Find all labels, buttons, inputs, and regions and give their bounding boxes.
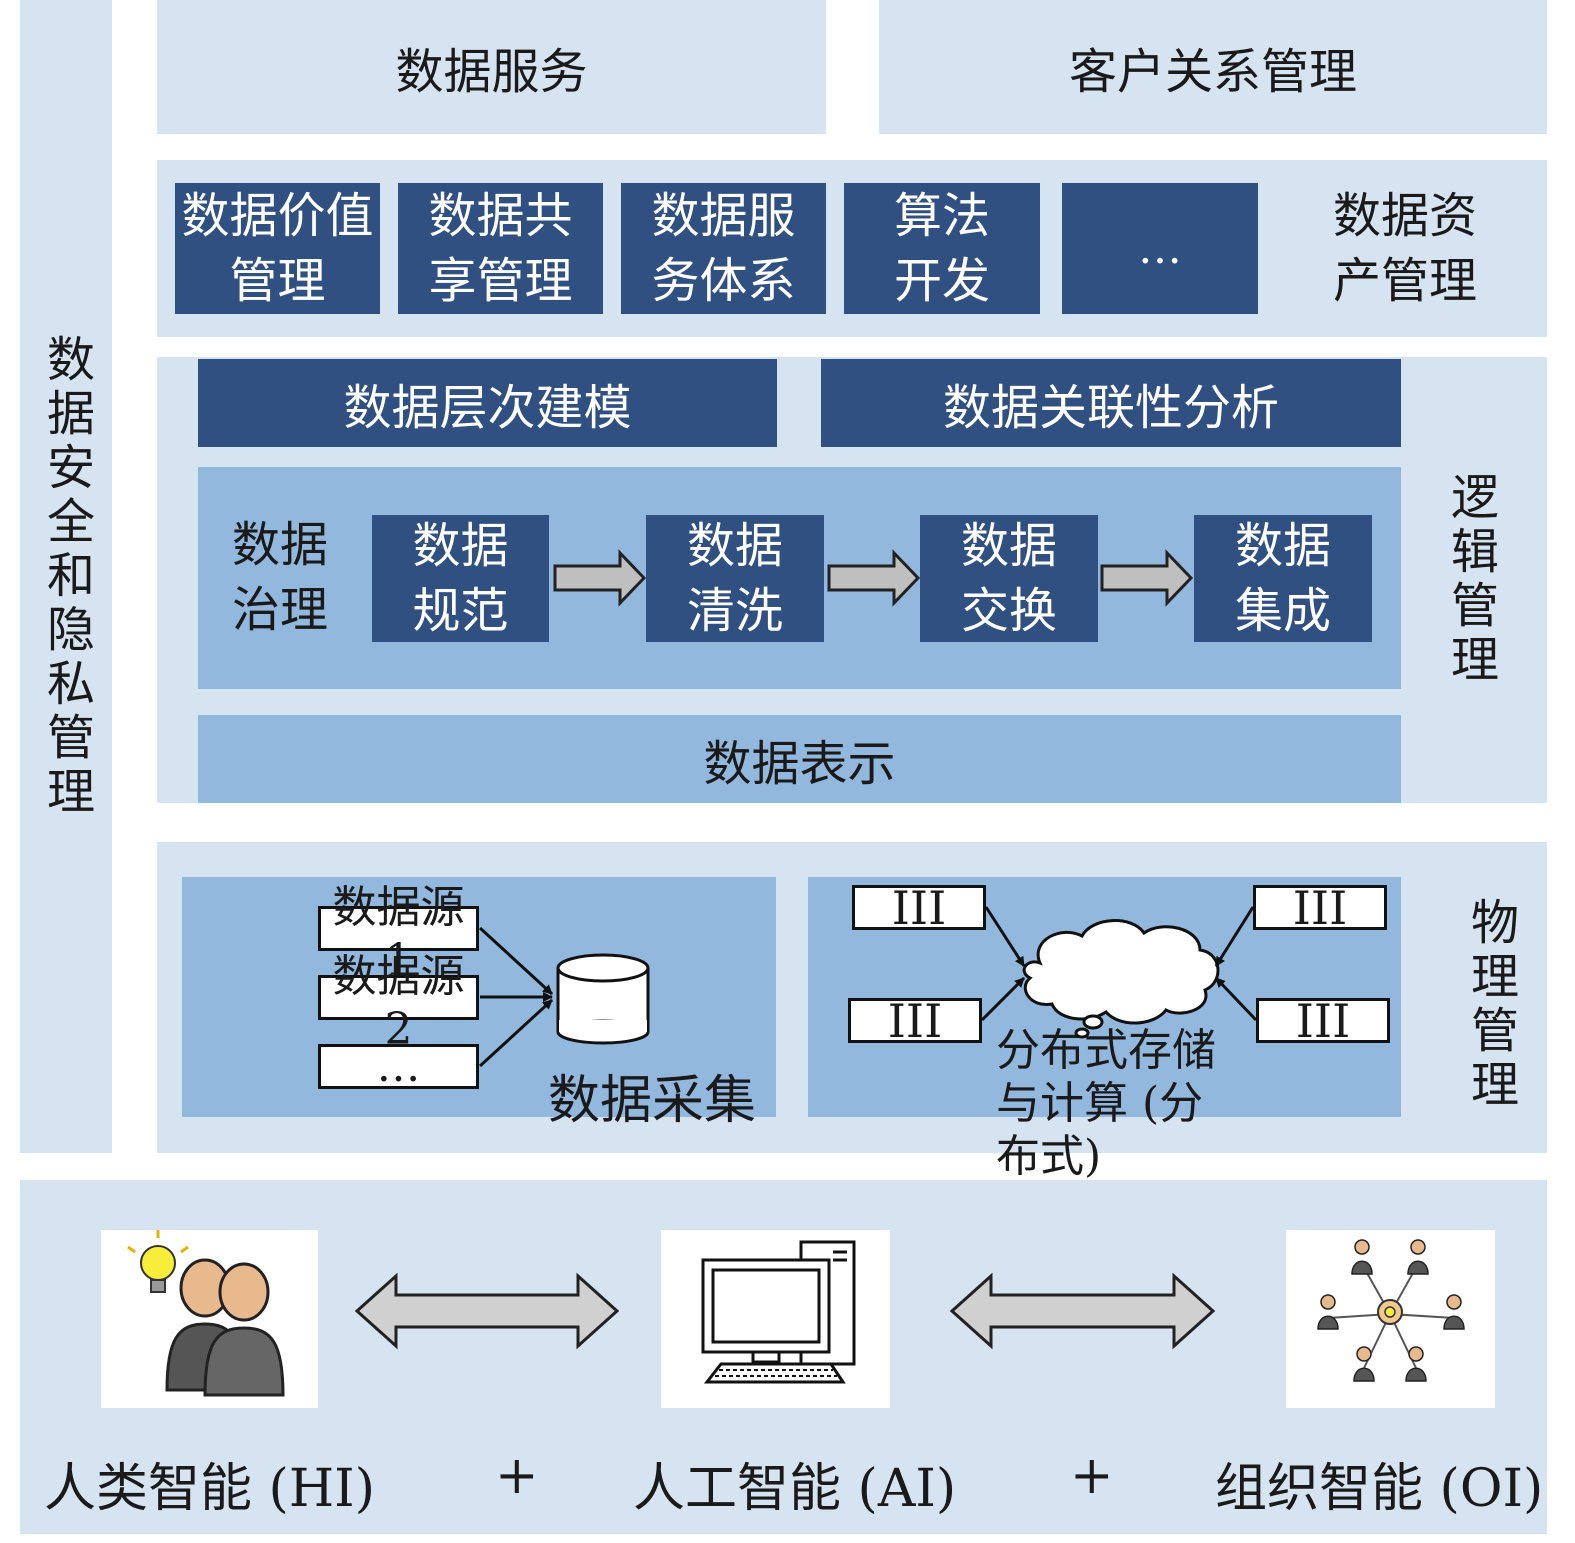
asset-item-service: 数据服务体系: [621, 183, 826, 314]
plus-sign-2: +: [1070, 1446, 1114, 1506]
step-label: 数据清洗: [686, 517, 783, 639]
oi-label: 组织智能 (OI): [1215, 1459, 1544, 1519]
cloud-label: 分布式存储与计算 (分布式): [996, 1025, 1216, 1182]
collection-panel: [182, 877, 776, 1117]
representation-box: 数据表示: [198, 715, 1401, 803]
step-cleanse: 数据清洗: [646, 515, 824, 642]
people-lightbulb-icon: [127, 1230, 285, 1397]
governance-label: 数据治理: [231, 516, 328, 638]
step-label: 数据规范: [412, 517, 509, 639]
data-service-box: 数据服务: [157, 0, 826, 134]
oi-icon-box: [1286, 1230, 1495, 1408]
logic-label: 逻辑管理: [1442, 472, 1498, 688]
collection-label: 数据采集: [548, 1071, 757, 1131]
ai-label: 人工智能 (AI): [633, 1459, 957, 1519]
correlation-box: 数据关联性分析: [821, 359, 1401, 447]
crm-box: 客户关系管理: [879, 0, 1547, 134]
node-box-3: III: [848, 994, 982, 1048]
node-box-1: III: [852, 881, 986, 935]
ai-icon-box: [661, 1230, 890, 1408]
asset-label: 数据资产管理: [1332, 187, 1477, 309]
node-box-4: III: [1256, 994, 1390, 1048]
step-integrate: 数据集成: [1194, 515, 1372, 642]
security-label: 数据安全和隐私管理: [38, 333, 94, 820]
step-standardize: 数据规范: [372, 515, 549, 642]
organization-network-icon: [1317, 1239, 1465, 1382]
source-box-1: 数据源1: [318, 882, 479, 986]
plus-sign-1: +: [495, 1446, 539, 1506]
hi-label: 人类智能 (HI): [44, 1459, 375, 1519]
asset-item-label: 数据共享管理: [428, 187, 573, 309]
source-box-2: 数据源2: [318, 951, 479, 1055]
asset-item-label: 数据服务体系: [651, 187, 796, 309]
asset-item-label: 算法开发: [893, 187, 990, 309]
asset-item-label: 数据价值管理: [181, 187, 374, 309]
computer-icon: [701, 1240, 856, 1384]
source-box-more: …: [318, 1041, 479, 1092]
step-label: 数据集成: [1234, 517, 1331, 639]
node-box-2: III: [1253, 881, 1387, 935]
asset-item-sharing: 数据共享管理: [398, 183, 603, 314]
step-label: 数据交换: [960, 517, 1057, 639]
asset-item-more: …: [1062, 183, 1258, 314]
modeling-box: 数据层次建模: [198, 359, 777, 447]
asset-item-value: 数据价值管理: [175, 183, 380, 314]
physical-label: 物理管理: [1462, 897, 1518, 1113]
security-panel: 数据安全和隐私管理: [20, 0, 112, 1153]
asset-item-label: …: [1138, 223, 1182, 274]
hi-icon-box: [101, 1230, 318, 1408]
asset-item-algorithm: 算法开发: [844, 183, 1040, 314]
step-exchange: 数据交换: [920, 515, 1098, 642]
